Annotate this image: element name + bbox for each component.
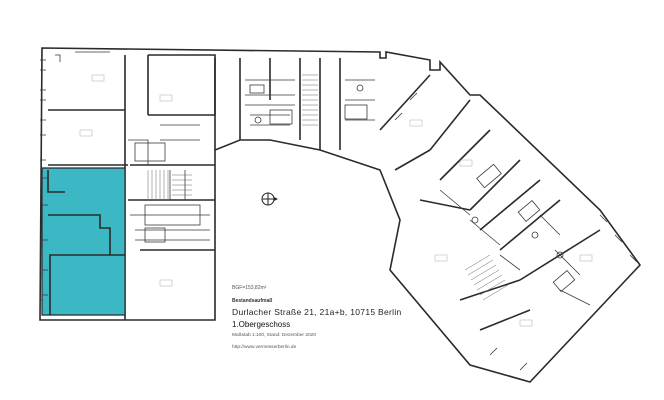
scale-and-date: Maßstab 1:100, Stand: Dezember 2020 [232, 333, 316, 338]
right-wing [379, 74, 638, 371]
gross-floor-area: BGF=153,82m² [232, 285, 267, 291]
floor-name: 1.Obergeschoss [232, 320, 291, 329]
website-link[interactable]: http://www.vermesserberlin.de [232, 345, 297, 350]
central-core [214, 58, 375, 150]
survey-type: Bestandsaufmaß [232, 298, 273, 304]
room-labels [79, 74, 593, 327]
address: Durlacher Straße 21, 21a+b, 10715 Berlin [232, 307, 402, 317]
highlighted-unit [41, 167, 126, 316]
north-arrow-icon [261, 192, 278, 206]
